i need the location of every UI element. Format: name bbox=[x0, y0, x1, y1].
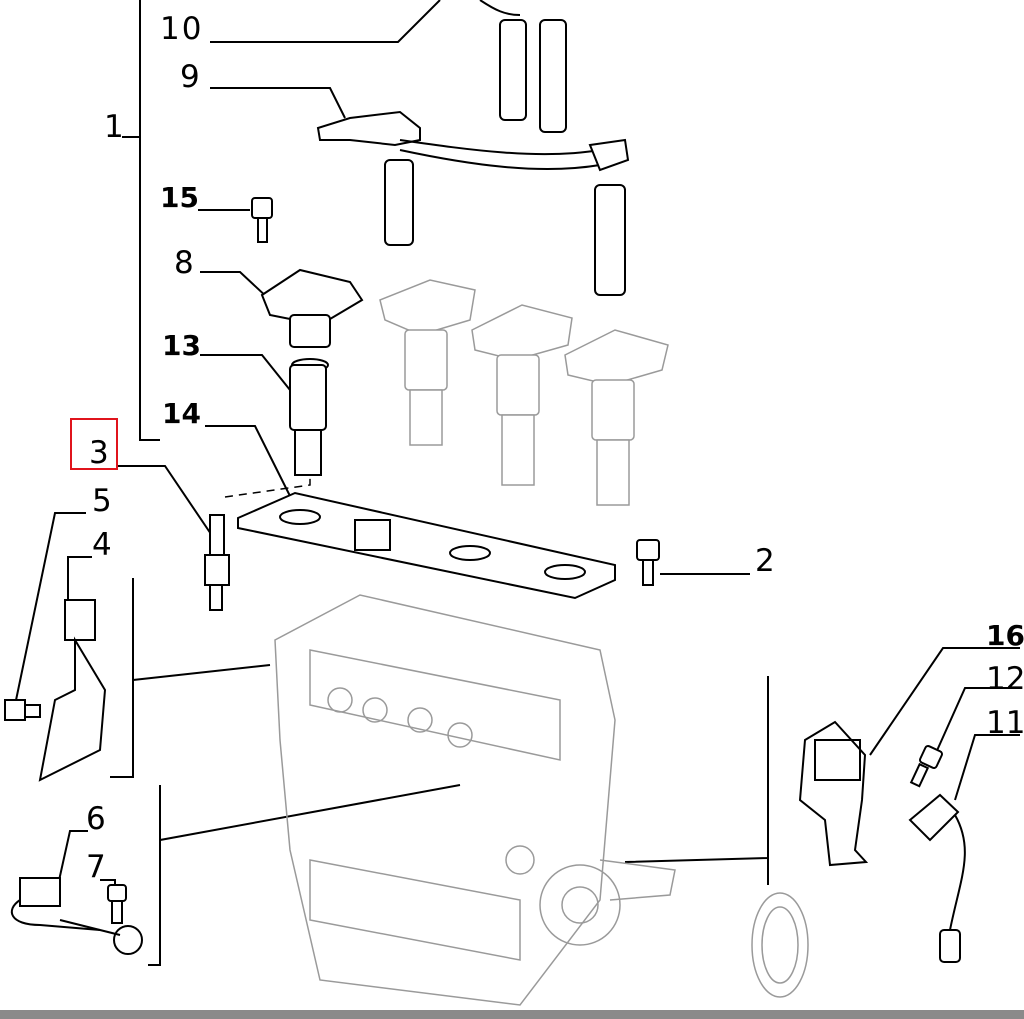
callout-3: 3 bbox=[89, 435, 109, 471]
callout-8: 8 bbox=[174, 245, 194, 281]
coil-8 bbox=[260, 268, 364, 348]
leader-9 bbox=[210, 87, 346, 119]
bolt-12 bbox=[909, 745, 943, 788]
bolt-7 bbox=[107, 884, 127, 924]
knock-sensor-6 bbox=[10, 877, 143, 955]
callout-12: 12 bbox=[986, 661, 1024, 697]
ignition-leads bbox=[316, 0, 630, 296]
leader-4 bbox=[67, 556, 92, 610]
callout-1: 1 bbox=[104, 109, 124, 145]
leader-10 bbox=[210, 0, 441, 43]
bolt-15 bbox=[251, 197, 273, 243]
dashed-guide bbox=[224, 476, 311, 498]
callout-16: 16 bbox=[986, 619, 1024, 652]
leader-11 bbox=[954, 734, 1020, 801]
callout-6: 6 bbox=[86, 801, 106, 837]
bracket-left-upper bbox=[132, 578, 271, 682]
spark-plug-3 bbox=[204, 514, 230, 611]
leader-16 bbox=[869, 647, 1020, 756]
leader-lines bbox=[14, 0, 1020, 966]
leader-5 bbox=[14, 512, 86, 706]
bracket-left-mid bbox=[110, 680, 134, 778]
bracket-right bbox=[624, 676, 769, 863]
leader-12 bbox=[934, 687, 1020, 756]
callout-4: 4 bbox=[92, 527, 112, 563]
bottom-scroll-bar bbox=[0, 1010, 1024, 1019]
engine-block bbox=[274, 594, 676, 1006]
boot-13 bbox=[289, 358, 329, 476]
cover-plate-14 bbox=[237, 491, 616, 600]
ghost-coils bbox=[379, 279, 669, 506]
leader-6 bbox=[57, 830, 88, 886]
callout-10: 10 bbox=[160, 11, 204, 47]
leader-14 bbox=[205, 425, 293, 501]
timing-wheel bbox=[751, 892, 809, 998]
bolt-2 bbox=[636, 539, 660, 586]
bracket-left-lower bbox=[159, 784, 461, 842]
leader-1-lower bbox=[139, 137, 160, 441]
bracket-left-bottom bbox=[148, 840, 161, 966]
sensor-4-5 bbox=[4, 599, 107, 782]
leader-13 bbox=[200, 354, 291, 391]
callout-13: 13 bbox=[162, 329, 201, 362]
leader-3 bbox=[118, 465, 216, 541]
callout-15: 15 bbox=[160, 181, 199, 214]
sensor-11 bbox=[908, 793, 966, 963]
callout-14: 14 bbox=[162, 397, 201, 430]
leader-1 bbox=[122, 0, 141, 138]
bracket-16 bbox=[798, 720, 869, 867]
callout-9: 9 bbox=[180, 59, 200, 95]
callout-7: 7 bbox=[86, 849, 106, 885]
leader-8 bbox=[200, 271, 271, 301]
callout-3-highlight-box bbox=[70, 418, 118, 470]
callout-2: 2 bbox=[755, 543, 775, 579]
callout-5: 5 bbox=[92, 483, 112, 519]
callout-11: 11 bbox=[986, 705, 1024, 741]
